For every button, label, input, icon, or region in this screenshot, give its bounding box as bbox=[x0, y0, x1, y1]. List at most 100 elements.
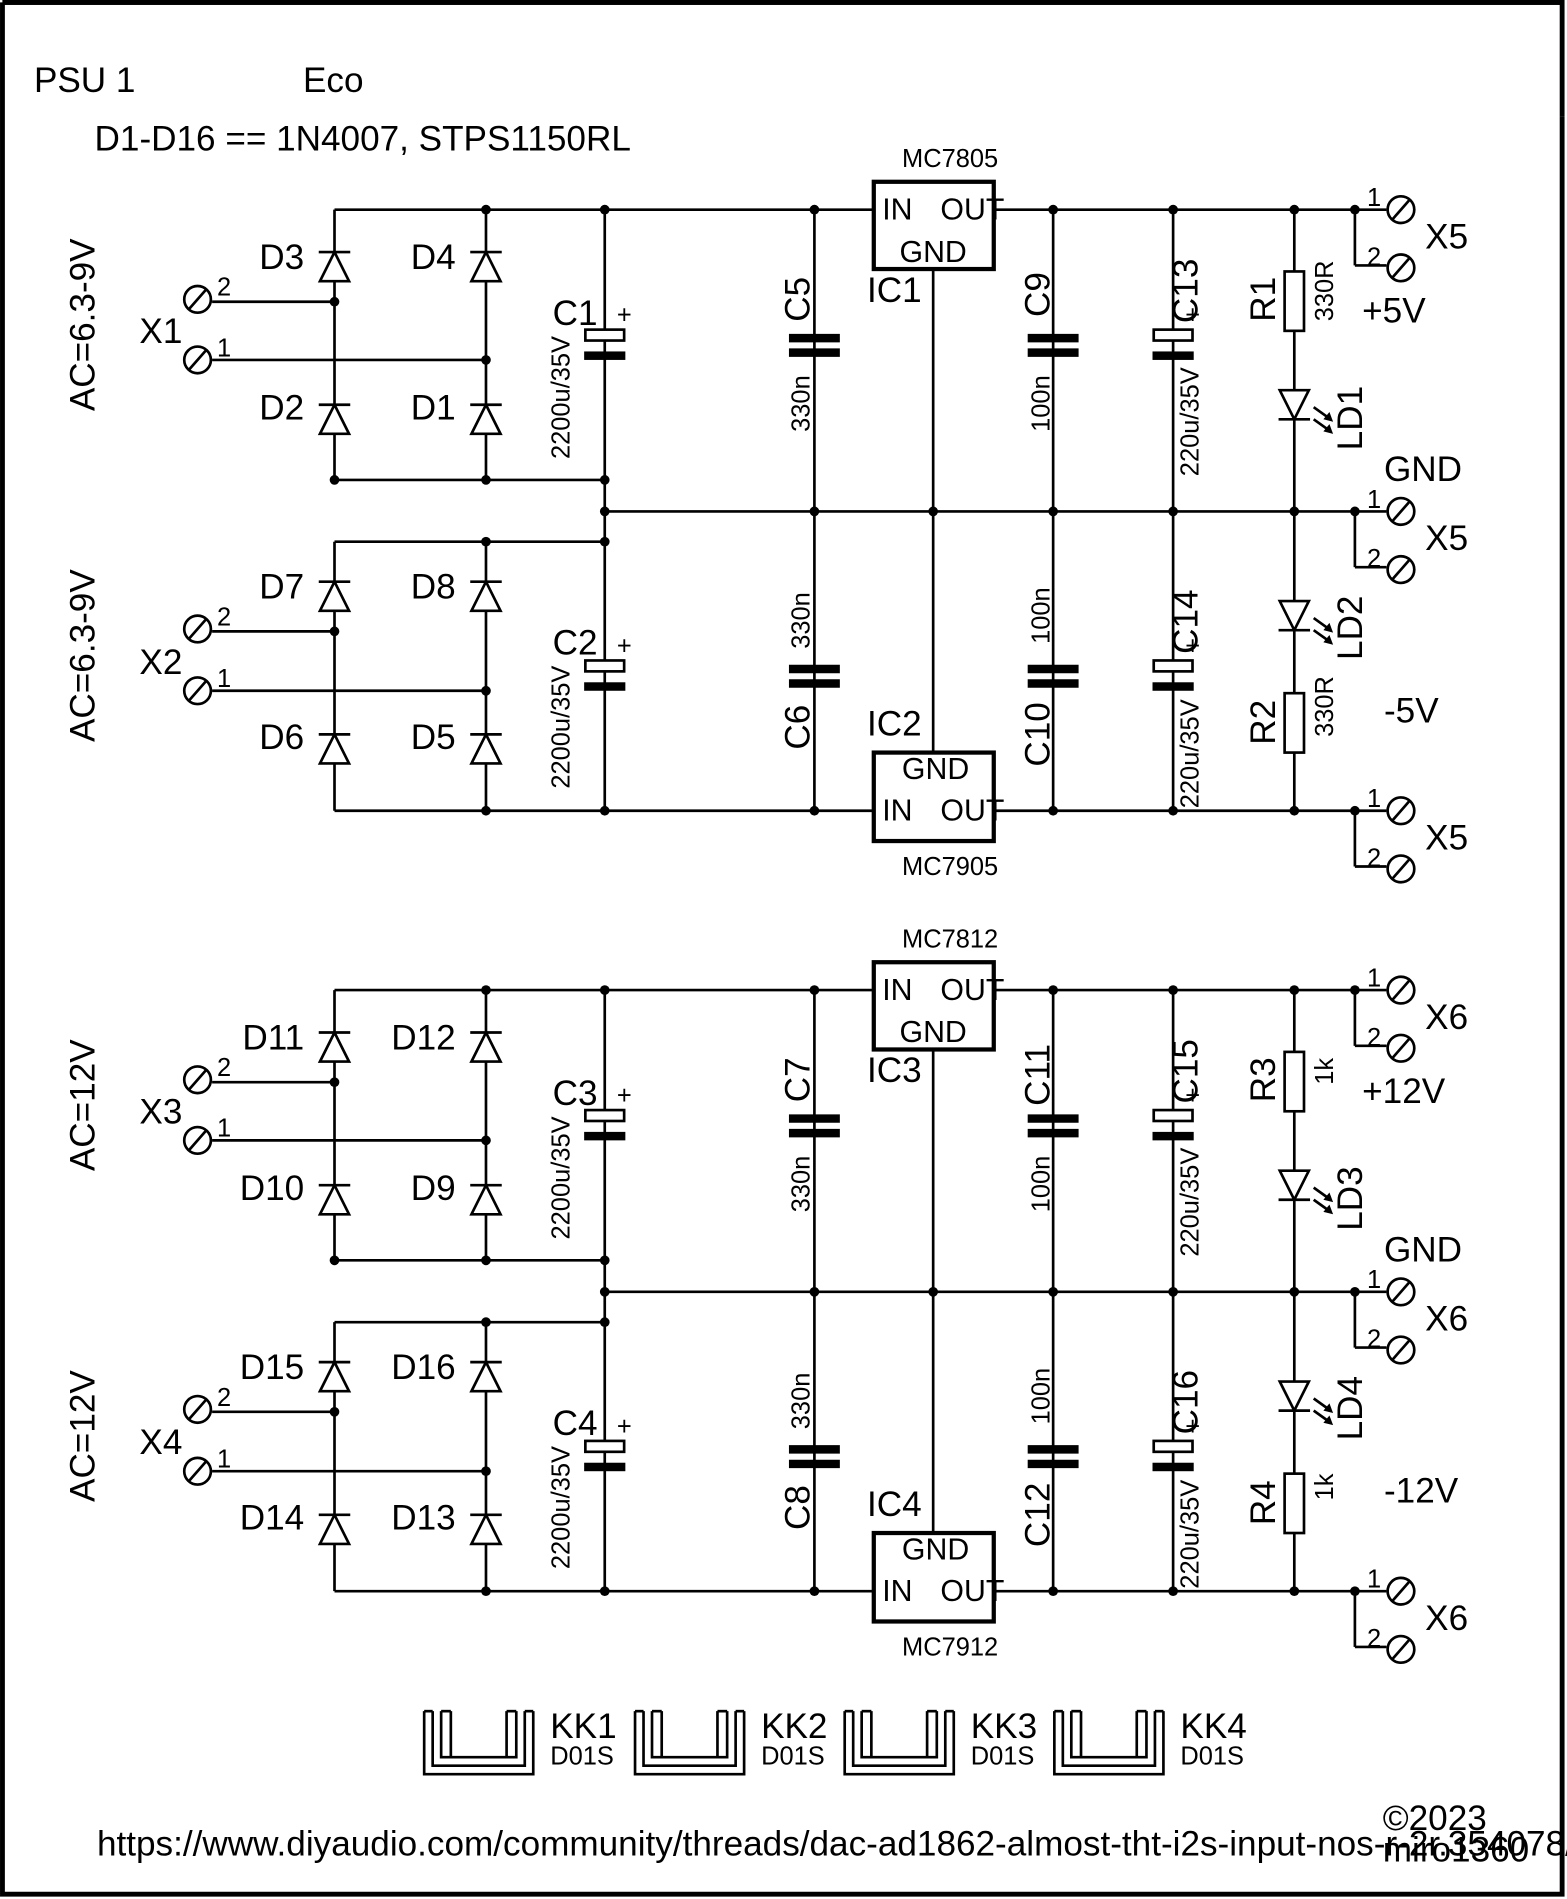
diode bbox=[469, 401, 503, 436]
capacitor-value: 330n bbox=[788, 1156, 816, 1213]
pin-number: 2 bbox=[1367, 1024, 1381, 1052]
connector-label: X5 bbox=[1425, 519, 1468, 558]
pin-number: 2 bbox=[1367, 1326, 1381, 1354]
junction-dot bbox=[809, 1287, 820, 1297]
capacitor-label: C8 bbox=[779, 1485, 818, 1530]
regulator-label: IC4 bbox=[867, 1485, 922, 1524]
junction-dot bbox=[809, 506, 820, 517]
capacitor-value: 100n bbox=[1028, 1156, 1056, 1213]
diode bbox=[469, 731, 503, 765]
junction-dot bbox=[481, 805, 491, 816]
junction-dot bbox=[329, 1077, 340, 1088]
junction-dot bbox=[1289, 506, 1300, 517]
pin-label-gnd: GND bbox=[900, 236, 967, 269]
pin-number: 2 bbox=[217, 1384, 231, 1412]
connector-label: X3 bbox=[139, 1092, 182, 1131]
diode bbox=[317, 1359, 352, 1393]
capacitor-value: 220u/35V bbox=[1177, 367, 1205, 476]
junction-dot bbox=[481, 475, 491, 485]
electrolytic-capacitor: + bbox=[584, 632, 632, 691]
ac-input-label: AC=12V bbox=[64, 1039, 103, 1171]
ac-input-label: AC=6.3-9V bbox=[64, 569, 103, 742]
pin-label-gnd: GND bbox=[902, 1534, 969, 1567]
resistor-label: R2 bbox=[1244, 700, 1283, 745]
junction-dot bbox=[329, 1255, 340, 1266]
pin-label-in: IN bbox=[882, 794, 912, 827]
junction-dot bbox=[1048, 204, 1058, 215]
pin-number: 2 bbox=[217, 603, 231, 631]
junction-dot bbox=[1048, 1586, 1058, 1597]
capacitor-label: C6 bbox=[779, 705, 818, 750]
plus-mark: + bbox=[1185, 632, 1200, 660]
junction-dot bbox=[1168, 506, 1178, 517]
junction-dot bbox=[599, 536, 610, 547]
diode bbox=[317, 731, 352, 765]
pin-number: 2 bbox=[1367, 243, 1381, 271]
junction-dot bbox=[1289, 805, 1300, 816]
junction-dot bbox=[329, 626, 340, 637]
junction-dot bbox=[599, 1287, 610, 1297]
pin-label-in: IN bbox=[882, 974, 912, 1007]
diode bbox=[317, 249, 352, 283]
terminal-2 bbox=[182, 284, 213, 314]
resistor-value: 1k bbox=[1311, 1058, 1339, 1085]
pin-number: 1 bbox=[217, 665, 231, 693]
capacitor bbox=[1027, 1445, 1079, 1469]
junction-dot bbox=[481, 1135, 491, 1146]
connector-label: X6 bbox=[1425, 998, 1468, 1037]
junction-dot bbox=[1168, 1287, 1178, 1297]
heatsink-type: D01S bbox=[550, 1742, 614, 1770]
capacitor-value: 100n bbox=[1028, 1368, 1056, 1425]
terminal-2 bbox=[1386, 554, 1416, 585]
junction-dot bbox=[481, 1466, 491, 1477]
terminal-1 bbox=[182, 1125, 213, 1156]
terminal-1 bbox=[1386, 1277, 1416, 1307]
terminal-2 bbox=[1386, 1634, 1416, 1665]
plus-mark: + bbox=[1185, 1413, 1200, 1441]
junction-dot bbox=[1168, 985, 1178, 995]
junction-dot bbox=[809, 985, 820, 995]
resistor-value: 1k bbox=[1311, 1473, 1339, 1500]
footer: https://www.diyaudio.com/community/threa… bbox=[97, 1799, 1567, 1870]
diode-label: D14 bbox=[240, 1498, 304, 1537]
capacitor-label: C10 bbox=[1019, 702, 1058, 766]
output-voltage-label: GND bbox=[1384, 450, 1462, 489]
resistor-label: R1 bbox=[1244, 277, 1283, 322]
junction-dot bbox=[599, 1317, 610, 1327]
pin-label-in: IN bbox=[882, 1575, 912, 1608]
capacitor-label: C3 bbox=[553, 1074, 598, 1113]
plus-mark: + bbox=[617, 1082, 632, 1110]
output-voltage-label: +5V bbox=[1362, 291, 1426, 330]
capacitor-value: 100n bbox=[1028, 375, 1056, 432]
diode-label: D16 bbox=[391, 1348, 455, 1387]
junction-dot bbox=[1048, 985, 1058, 995]
junction-dot bbox=[481, 1255, 491, 1266]
junction-dot bbox=[599, 204, 610, 215]
led bbox=[1277, 1380, 1334, 1426]
junction-dot bbox=[1168, 805, 1178, 816]
junction-dot bbox=[1048, 805, 1058, 816]
junction-dot bbox=[1350, 506, 1360, 517]
pin-number: 1 bbox=[1367, 1566, 1381, 1594]
author: miro1360 bbox=[1383, 1830, 1529, 1869]
capacitor bbox=[788, 1445, 840, 1469]
capacitor bbox=[788, 1114, 840, 1138]
electrolytic-capacitor: + bbox=[1152, 302, 1200, 360]
pin-number: 1 bbox=[1367, 184, 1381, 212]
junction-dot bbox=[599, 1586, 610, 1597]
diode-label: D1 bbox=[411, 388, 456, 427]
diode bbox=[469, 1359, 503, 1393]
terminal-1 bbox=[182, 676, 213, 706]
plus-mark: + bbox=[617, 632, 632, 660]
